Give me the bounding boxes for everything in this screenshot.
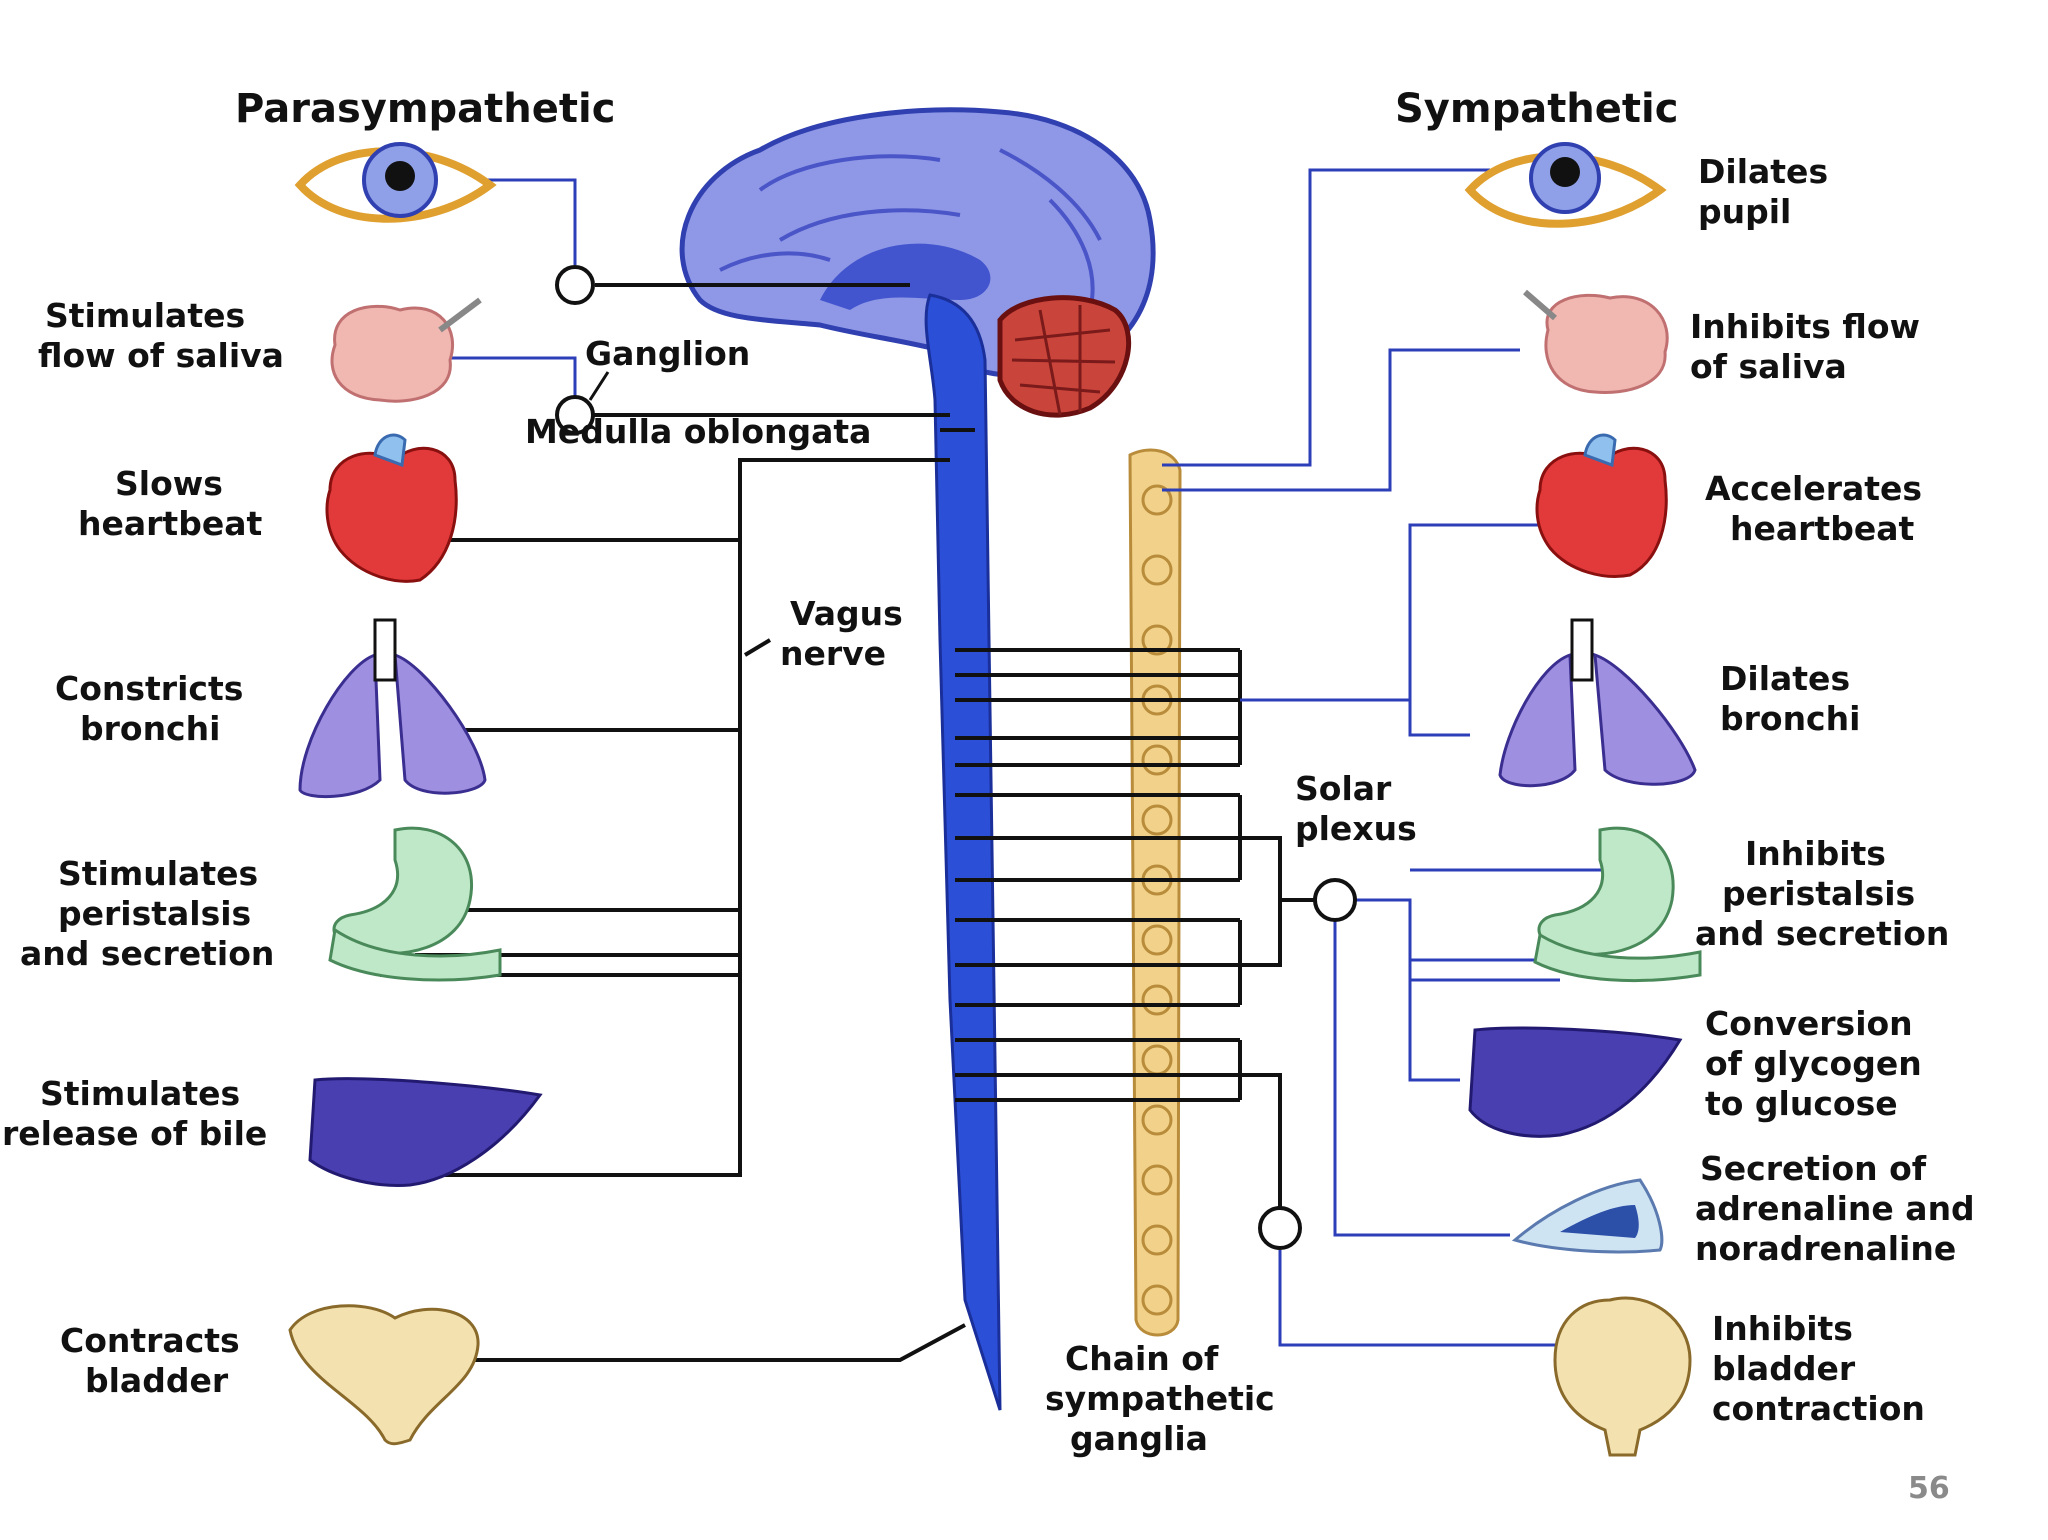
page-number: 56 xyxy=(1908,1471,1950,1506)
symp-effect-bronchi-1: Dilates xyxy=(1720,659,1850,698)
ganglion-eye-parasympathetic xyxy=(555,265,595,305)
lungs-left xyxy=(298,618,487,799)
salivary-gland-left xyxy=(330,297,482,403)
label-chain-line-2: sympathetic xyxy=(1045,1379,1275,1418)
symp-effect-glycogen-1: Conversion xyxy=(1705,1004,1913,1043)
bladder-ganglion-sympathetic xyxy=(1258,1206,1302,1250)
label-chain-line-1: Chain of xyxy=(1065,1339,1219,1378)
sympathetic-chain xyxy=(1128,448,1182,1337)
symp-effect-adrenaline-3: noradrenaline xyxy=(1695,1229,1956,1268)
stomach-left xyxy=(328,826,502,982)
label-vagus-line-2: nerve xyxy=(780,634,886,673)
symp-effect-heart-1: Accelerates xyxy=(1705,469,1922,508)
label-solar-plexus-line-2: plexus xyxy=(1295,809,1417,848)
symp-effect-bladder-2: bladder xyxy=(1712,1349,1856,1388)
label-vagus-line-1: Vagus xyxy=(790,594,903,633)
symp-effect-glycogen-3: to glucose xyxy=(1705,1084,1898,1123)
para-effect-bronchi-1: Constricts xyxy=(55,669,243,708)
symp-effect-bladder-1: Inhibits xyxy=(1712,1309,1853,1348)
stomach-right xyxy=(1533,826,1702,983)
label-ganglion: Ganglion xyxy=(585,334,750,373)
sympathetic-blue-wires xyxy=(1162,168,1630,1347)
symp-effect-heart-2: heartbeat xyxy=(1730,509,1914,548)
heading-sympathetic: Sympathetic xyxy=(1395,86,1678,132)
salivary-gland-right xyxy=(1523,289,1669,394)
bladder-left xyxy=(288,1304,480,1446)
para-effect-bile-2: release of bile xyxy=(2,1114,267,1153)
symp-effect-pupil-1: Dilates xyxy=(1698,152,1828,191)
label-solar-plexus-line-1: Solar xyxy=(1295,769,1392,808)
symp-effect-peristalsis-3: and secretion xyxy=(1695,914,1949,953)
symp-effect-saliva-2: of saliva xyxy=(1690,347,1847,386)
symp-effect-adrenaline-2: adrenaline and xyxy=(1695,1189,1975,1228)
symp-effect-bladder-3: contraction xyxy=(1712,1389,1925,1428)
para-effect-bronchi-2: bronchi xyxy=(80,709,220,748)
label-chain-line-3: ganglia xyxy=(1070,1419,1208,1458)
symp-effect-bronchi-2: bronchi xyxy=(1720,699,1860,738)
heart-left xyxy=(325,433,458,583)
label-medulla-oblongata: Medulla oblongata xyxy=(525,412,871,451)
ganglion-saliva-parasympathetic xyxy=(555,395,595,435)
eye-right xyxy=(1464,142,1667,228)
symp-effect-glycogen-2: of glycogen xyxy=(1705,1044,1922,1083)
symp-effect-pupil-2: pupil xyxy=(1698,192,1791,231)
parasympathetic-wires xyxy=(380,283,975,1362)
liver-left xyxy=(308,1077,543,1187)
symp-effect-peristalsis-2: peristalsis xyxy=(1722,874,1915,913)
adrenal-gland-right xyxy=(1511,1178,1664,1254)
para-effect-saliva-2: flow of saliva xyxy=(38,336,284,375)
symp-effect-saliva-1: Inhibits flow xyxy=(1690,307,1920,346)
para-effect-peristalsis-2: peristalsis xyxy=(58,894,251,933)
symp-effect-adrenaline-1: Secretion of xyxy=(1700,1149,1927,1188)
cerebellum xyxy=(997,295,1132,418)
para-effect-heart-2: heartbeat xyxy=(78,504,262,543)
eye-left xyxy=(294,142,497,223)
parasympathetic-blue-wires xyxy=(410,178,577,400)
para-effect-peristalsis-1: Stimulates xyxy=(58,854,258,893)
para-effect-heart-1: Slows xyxy=(115,464,223,503)
lungs-right xyxy=(1498,618,1697,788)
para-effect-bladder-1: Contracts xyxy=(60,1321,240,1360)
para-effect-bile-1: Stimulates xyxy=(40,1074,240,1113)
heading-parasympathetic: Parasympathetic xyxy=(235,86,615,132)
heart-right xyxy=(1535,433,1668,578)
para-effect-saliva-1: Stimulates xyxy=(45,296,245,335)
para-effect-bladder-2: bladder xyxy=(85,1361,229,1400)
ganglion-pointer xyxy=(588,371,610,401)
sympathetic-black-wires xyxy=(955,648,1320,1230)
solar-plexus-ganglion xyxy=(1313,878,1357,922)
spinal-cord xyxy=(924,293,1002,1411)
bladder-right xyxy=(1553,1296,1692,1457)
symp-effect-peristalsis-1: Inhibits xyxy=(1745,834,1886,873)
para-effect-peristalsis-3: and secretion xyxy=(20,934,274,973)
liver-right xyxy=(1468,1026,1683,1138)
